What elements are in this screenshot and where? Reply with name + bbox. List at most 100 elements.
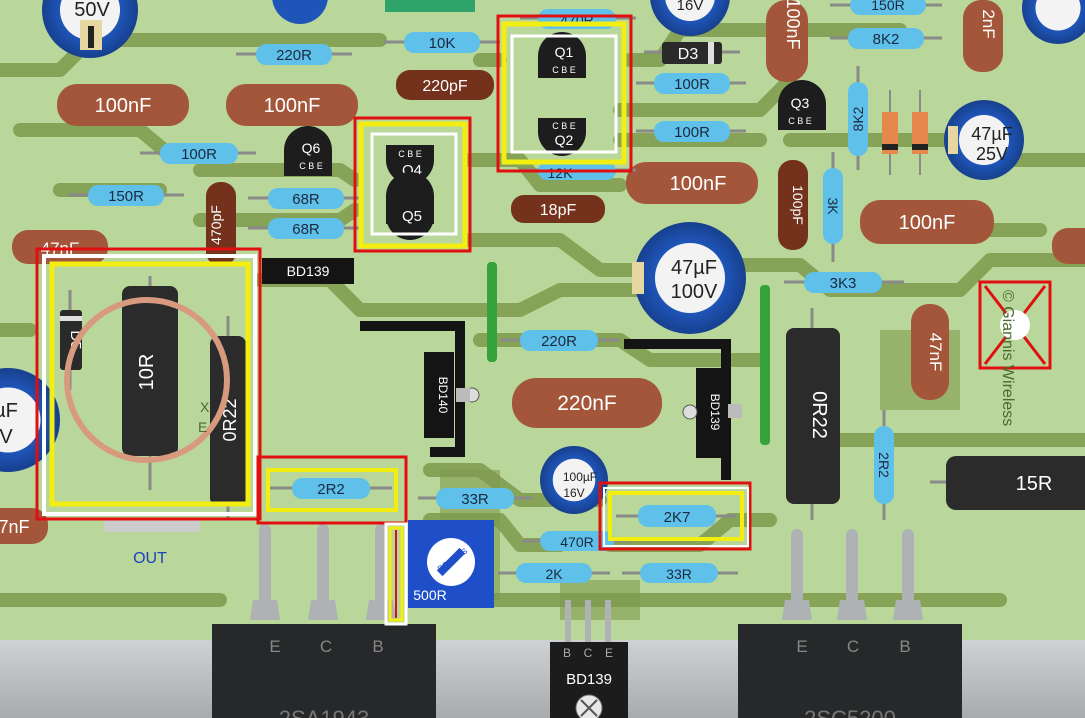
cap-47nf-right: 47nF <box>911 304 949 400</box>
svg-text:Q6: Q6 <box>302 140 321 156</box>
cap-100nf-b: 100nF <box>226 84 358 126</box>
power-resistor-15r: 15R <box>930 456 1085 510</box>
svg-text:8K2: 8K2 <box>873 31 900 48</box>
resistor-33r-a: 33R <box>418 488 532 509</box>
resistor-68r-a: 68R <box>248 188 362 209</box>
resistor-100r-c: 100R <box>140 143 256 164</box>
cap-47nf-left: 47nF <box>12 230 108 264</box>
svg-text:100nF: 100nF <box>899 212 956 234</box>
bd140-driver: BD140 <box>360 321 480 457</box>
cap-100nf-c: 100nF <box>766 0 808 82</box>
cap-18pf: 18pF <box>511 195 605 223</box>
svg-text:220pF: 220pF <box>422 78 468 95</box>
svg-text:C B E: C B E <box>299 161 323 171</box>
resistor-10k: 10K <box>384 32 500 53</box>
transistor-q6: Q6 C B E <box>284 126 332 176</box>
wire-jumpers <box>487 262 770 445</box>
svg-text:220nF: 220nF <box>557 392 617 415</box>
svg-text:25V: 25V <box>976 144 1008 164</box>
resistor-150r-top: 150R <box>830 0 942 15</box>
svg-text:2SA1943: 2SA1943 <box>279 706 370 718</box>
resistor-150r: 150R <box>68 185 184 206</box>
svg-text:15R: 15R <box>1016 473 1053 495</box>
svg-text:C: C <box>584 646 593 660</box>
resistor-8k2-v: 8K2 <box>848 66 868 170</box>
small-diodes-right <box>882 90 928 175</box>
resistor-100r-b: 100R <box>636 121 746 142</box>
svg-text:Q1: Q1 <box>555 44 574 60</box>
out-pad <box>104 520 200 532</box>
svg-text:8K2: 8K2 <box>850 106 866 131</box>
out-label: OUT <box>133 550 167 567</box>
svg-text:0R22: 0R22 <box>808 391 830 439</box>
output-transistor-2sa1943: E C B 2SA1943 <box>212 624 436 718</box>
diode-d3: D3 <box>644 42 740 64</box>
svg-text:B: B <box>899 637 910 656</box>
cap-470pf: 470pF <box>206 182 236 266</box>
bd139-label-block: BD139 <box>262 258 354 284</box>
svg-text:100R: 100R <box>181 146 217 163</box>
svg-text:100nF: 100nF <box>670 173 727 195</box>
green-block <box>385 0 475 12</box>
power-resistor-0r22-left: 0R22 <box>210 316 246 520</box>
svg-text:2nF: 2nF <box>979 9 998 38</box>
svg-text:150R: 150R <box>108 188 144 205</box>
resistor-2r2-v: 2R2 <box>874 410 894 520</box>
svg-text:500R: 500R <box>413 587 446 603</box>
svg-text:µF: µF <box>0 400 18 422</box>
svg-text:47µF: 47µF <box>671 257 717 279</box>
svg-text:10K: 10K <box>429 35 456 52</box>
elko-47uf-25v: 47µF 25V <box>944 100 1024 180</box>
svg-text:C: C <box>320 637 332 656</box>
output-transistor-legs <box>259 524 914 606</box>
svg-text:7nF: 7nF <box>0 517 30 537</box>
resistor-2k: 2K <box>498 563 610 583</box>
cap-100pf: 100pF <box>778 160 808 250</box>
svg-text:C B E: C B E <box>398 149 422 159</box>
svg-text:E: E <box>198 419 207 435</box>
svg-text:100nF: 100nF <box>783 0 803 50</box>
svg-text:2K7: 2K7 <box>664 509 691 526</box>
elko-100uf-16v: 100µF 16V <box>540 446 608 514</box>
svg-text:47µF: 47µF <box>971 124 1012 144</box>
svg-text:3K: 3K <box>825 197 841 215</box>
bd139-bottom: B C E BD139 <box>550 600 628 718</box>
svg-text:Q3: Q3 <box>791 95 810 111</box>
resistor-470r-b: 470R <box>522 531 630 551</box>
cap-220pf: 220pF <box>396 70 494 100</box>
svg-text:B: B <box>372 637 383 656</box>
svg-text:BD139: BD139 <box>287 263 330 279</box>
cap-220nf: 220nF <box>512 378 662 428</box>
svg-text:16V: 16V <box>677 0 704 14</box>
resistor-3k: 3K <box>823 152 843 262</box>
svg-text:BD139: BD139 <box>708 394 722 431</box>
transistor-q5: Q5 <box>386 172 434 240</box>
transistor-q3: Q3 C B E <box>778 80 826 130</box>
svg-text:68R: 68R <box>292 191 320 208</box>
elko-47uf-100v: 47µF 100V <box>632 222 746 334</box>
svg-text:12K: 12K <box>548 165 574 181</box>
left-silkscreen-fragment: X E <box>198 399 210 435</box>
svg-text:100nF: 100nF <box>264 95 321 117</box>
svg-text:0R22: 0R22 <box>220 398 240 441</box>
cap-100nf-e: 100nF <box>860 200 994 244</box>
svg-text:16V: 16V <box>563 486 584 500</box>
svg-text:E: E <box>269 637 280 656</box>
transistor-q1: Q1 C B E <box>538 32 586 78</box>
svg-text:2R2: 2R2 <box>317 481 345 498</box>
resistor-220r-top: 220R <box>236 44 352 65</box>
elko-50v: 50V <box>42 0 138 58</box>
elko-16v-top: 16V <box>650 0 730 36</box>
svg-text:100nF: 100nF <box>95 95 152 117</box>
resistor-33r-b: 33R <box>622 563 738 583</box>
svg-text:100µF: 100µF <box>563 470 597 484</box>
svg-text:150R: 150R <box>871 0 904 13</box>
svg-text:100R: 100R <box>674 124 710 141</box>
svg-text:D3: D3 <box>678 46 699 63</box>
svg-text:3K3: 3K3 <box>830 275 857 292</box>
bd139-driver-vertical: BD139 <box>624 339 742 480</box>
resistor-8k2-h: 8K2 <box>830 28 942 49</box>
highlight-boxes <box>35 14 752 626</box>
elko-partial-right <box>1022 0 1085 44</box>
svg-text:X: X <box>200 399 210 415</box>
